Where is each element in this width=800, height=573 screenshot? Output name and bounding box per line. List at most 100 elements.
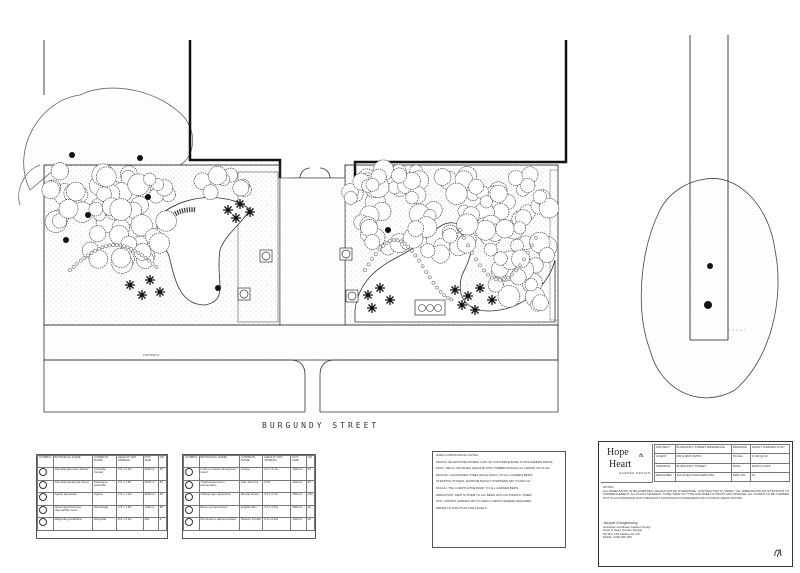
designer-name: Jacquie d'Anglebourg <box>603 521 638 525</box>
groundcover-symbol <box>86 253 90 258</box>
column-header: SYMBOL <box>183 455 200 468</box>
agave-symbol <box>145 275 155 285</box>
shrub-symbol <box>360 219 378 237</box>
groundcover-symbol <box>482 268 486 273</box>
groundcover-symbol <box>417 258 421 263</box>
agave-symbol <box>367 303 377 313</box>
groundcover-symbol <box>470 250 474 255</box>
table-cell: Swamp Foxtail <box>238 517 264 531</box>
shrub-symbol <box>143 172 157 186</box>
notes-text: ALL DIMENSIONS IN MILLIMETRES UNLESS NOT… <box>603 488 790 500</box>
footpath-label: FOOTPATH <box>143 353 159 357</box>
contact-line: Hope & Heart Garden Design <box>603 528 643 533</box>
agave-symbol <box>155 287 165 297</box>
table-cell: Star Jasmine <box>238 479 264 493</box>
plant-symbol-icon <box>185 493 193 501</box>
plant-symbol-icon <box>39 505 47 514</box>
table-cell: 22 <box>157 479 168 493</box>
field-value: JACQUIE D'ANGLEBOURG <box>674 471 732 483</box>
groundcover-symbol <box>466 243 470 248</box>
note-item: SOIL: IMPORT GARDEN MIX TO 300mm DEPTH W… <box>436 499 533 504</box>
groundcover-symbol <box>100 245 105 250</box>
table-cell: 12 <box>305 504 316 518</box>
agave-group <box>125 199 497 315</box>
table-cell: Mondo Grass <box>238 492 264 506</box>
groundcover-symbol <box>150 261 155 266</box>
shrub-symbol <box>405 191 419 205</box>
groundcover-symbol <box>122 244 126 249</box>
shrub-symbol <box>509 268 527 286</box>
agave-symbol <box>457 300 467 310</box>
groundcover-symbol <box>89 251 94 255</box>
shrub-symbol <box>88 249 109 269</box>
shrub-symbol <box>41 180 61 200</box>
plant-symbol <box>37 517 54 531</box>
plant-symbol <box>37 479 54 493</box>
groundcover-symbol <box>96 247 101 251</box>
groundcover-symbol <box>490 275 494 280</box>
shrub-symbol <box>420 243 436 259</box>
groundcover-symbol <box>506 275 510 280</box>
column-header: COMMON NAME <box>91 455 118 468</box>
shrub-symbol <box>513 221 527 235</box>
shrub-group <box>41 159 560 312</box>
groundcover-symbol <box>522 257 526 262</box>
table-cell: 140mm <box>142 504 159 518</box>
shrub-symbol <box>391 167 408 184</box>
groundcover-symbol <box>147 258 152 263</box>
shrub-symbol <box>445 182 468 205</box>
groundcover-symbol <box>494 277 498 282</box>
shrub-symbol <box>456 234 476 254</box>
designer-contact: Jacquie d'Anglebourg Graduate Certificat… <box>603 521 673 540</box>
table-cell: 120 <box>305 492 316 506</box>
field-value: MARCH 2015 <box>749 462 791 473</box>
groundcover-symbol <box>118 243 123 248</box>
shrub-symbol <box>407 220 425 237</box>
groundcover-symbol <box>107 243 112 248</box>
contact-line: Graduate Certificate Garden Design <box>603 524 651 529</box>
front-door <box>290 167 345 179</box>
table-cell: 0.5m <box>262 479 292 493</box>
table-cell: Liriope <box>238 467 264 481</box>
groundcover-symbol <box>449 297 454 302</box>
contact-line: PO Box 123 Melbourne VIC <box>603 531 641 536</box>
groundcover-symbol <box>111 243 116 247</box>
field-value: BURGUNDY STREET RESIDENCE <box>674 443 732 455</box>
groundcover-symbol <box>93 248 98 253</box>
plant-symbol <box>183 517 200 531</box>
groundcover-symbol <box>406 245 411 249</box>
groundcover-symbol <box>458 228 462 232</box>
note-item: MULCH: 75mm DEPTH PINE BARK TO ALL GARDE… <box>436 485 519 490</box>
groundcover-symbol <box>395 238 400 243</box>
groundcover-symbol <box>82 256 87 260</box>
table-row: Camellia japonica 'Desire'Camellia 'Desi… <box>37 467 168 481</box>
table-cell: Sasanqua Camellia <box>91 479 118 493</box>
shrub-symbol <box>511 249 530 269</box>
groundcover-symbol <box>75 261 80 266</box>
groundcover-symbol <box>370 257 375 261</box>
nature-strip <box>43 324 559 413</box>
feature-tree-dot <box>215 285 221 291</box>
groundcover-symbol <box>420 264 425 269</box>
table-cell: Magnolia <box>91 517 118 531</box>
field-value: MR & MRS SMITH <box>674 453 732 464</box>
contact-line: Mobile: 0400 000 000 <box>603 535 632 540</box>
table-cell: 30 <box>305 517 316 531</box>
shrub-symbol <box>155 210 177 232</box>
field-value: 01 <box>749 471 791 483</box>
groundcover-symbol <box>530 243 534 248</box>
column-header: BOTANICAL NAME <box>52 455 93 468</box>
shrub-symbol <box>96 186 112 202</box>
logo-word-hope: Hope <box>607 447 629 458</box>
shrub-symbol <box>479 195 493 209</box>
table-cell: Agave <box>91 492 118 506</box>
field-label: PROJECT <box>654 443 676 455</box>
logo-word-heart: Heart <box>609 459 632 470</box>
table-cell: 140mm <box>290 467 307 481</box>
table-cell: 2.5 x 1.5m <box>116 479 144 493</box>
